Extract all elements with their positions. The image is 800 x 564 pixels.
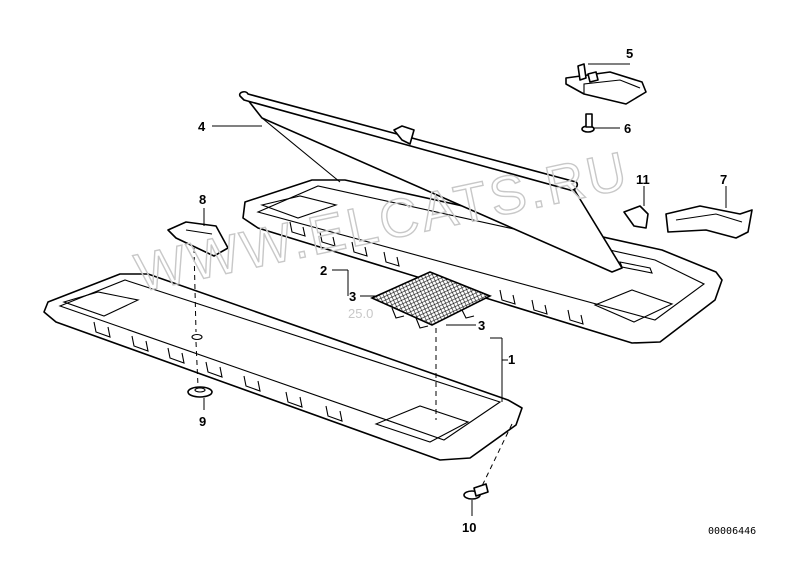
rear-parcel-shelf [242, 179, 723, 344]
roller-blind [238, 91, 623, 273]
callout-8: 8 [199, 192, 206, 207]
diagram-reference-number: 00006446 [708, 526, 756, 537]
callout-4: 4 [198, 119, 206, 134]
clip-part [623, 205, 649, 229]
callout-1: 1 [508, 352, 515, 367]
speaker-grille [370, 271, 492, 329]
grommet-part [187, 386, 213, 398]
bracket-part [565, 63, 647, 105]
callout-7: 7 [720, 172, 727, 187]
callout-11: 11 [636, 172, 650, 187]
leader-lines [193, 63, 727, 516]
front-parcel-shelf [43, 273, 523, 461]
cap-part [167, 221, 229, 257]
push-clip-part [463, 483, 489, 500]
callout-6: 6 [624, 121, 631, 136]
screw-part [581, 113, 595, 133]
hinge-bracket-part [665, 205, 753, 239]
watermark-date: 25.0 [348, 306, 373, 321]
callout-9: 9 [199, 414, 206, 429]
callout-3-lower: 3 [478, 318, 485, 333]
callout-3-upper: 3 [349, 289, 356, 304]
callout-10: 10 [462, 520, 476, 535]
callout-5: 5 [626, 46, 633, 61]
callout-2: 2 [320, 263, 327, 278]
